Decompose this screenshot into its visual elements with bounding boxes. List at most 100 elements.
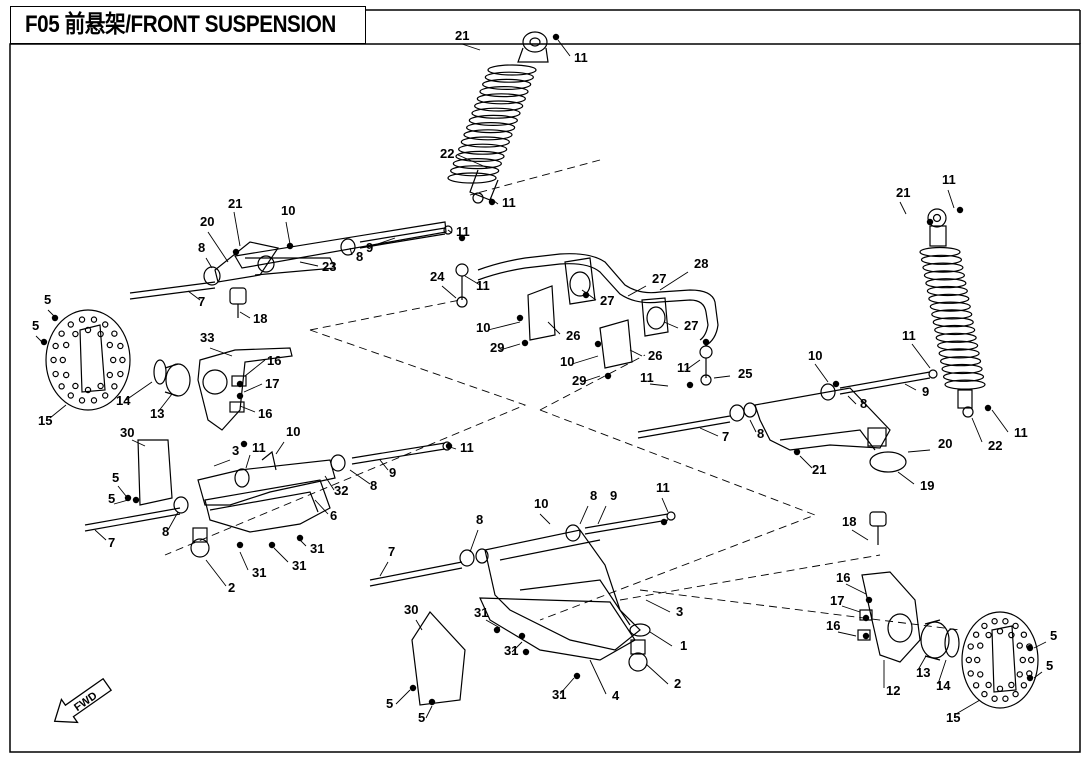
callout-31: 31 xyxy=(504,643,518,658)
callout-6: 6 xyxy=(330,508,337,523)
callout-5: 5 xyxy=(1046,658,1053,673)
callout-18: 18 xyxy=(842,514,856,529)
callout-7: 7 xyxy=(722,429,729,444)
callout-30: 30 xyxy=(404,602,418,617)
callout-20: 20 xyxy=(938,436,952,451)
callout-5: 5 xyxy=(418,710,425,725)
callout-10: 10 xyxy=(560,354,574,369)
callout-33: 33 xyxy=(200,330,214,345)
callout-8: 8 xyxy=(860,396,867,411)
callout-11: 11 xyxy=(476,278,490,293)
callout-31: 31 xyxy=(552,687,566,702)
callout-8: 8 xyxy=(590,488,597,503)
callout-26: 26 xyxy=(648,348,662,363)
callout-8: 8 xyxy=(198,240,205,255)
callout-9: 9 xyxy=(389,465,396,480)
callout-31: 31 xyxy=(474,605,488,620)
callout-17: 17 xyxy=(830,593,844,608)
fwd-arrow: FWD xyxy=(53,677,113,724)
callout-22: 22 xyxy=(988,438,1002,453)
lower-a-arm-center xyxy=(369,511,676,672)
callout-16: 16 xyxy=(826,618,840,633)
callout-31: 31 xyxy=(310,541,324,556)
skid-guard-right xyxy=(411,611,466,706)
callout-21: 21 xyxy=(228,196,242,211)
callout-21: 21 xyxy=(812,462,826,477)
callout-5: 5 xyxy=(108,491,115,506)
callout-7: 7 xyxy=(388,544,395,559)
callout-5: 5 xyxy=(1050,628,1057,643)
callout-14: 14 xyxy=(116,393,131,408)
callout-27: 27 xyxy=(684,318,698,333)
callout-5: 5 xyxy=(44,292,51,307)
callout-5: 5 xyxy=(386,696,393,711)
callout-29: 29 xyxy=(490,340,504,355)
callout-11: 11 xyxy=(640,370,654,385)
callout-27: 27 xyxy=(652,271,666,286)
brake-disc-right xyxy=(961,611,1039,709)
callout-8: 8 xyxy=(356,249,363,264)
callout-12: 12 xyxy=(886,683,900,698)
shock-absorber-center xyxy=(447,31,549,204)
callout-31: 31 xyxy=(252,565,266,580)
callout-29: 29 xyxy=(572,373,586,388)
diagram-title: F05 前悬架/FRONT SUSPENSION xyxy=(10,6,366,44)
callout-11: 11 xyxy=(942,172,956,187)
callout-5: 5 xyxy=(112,470,119,485)
fasteners xyxy=(40,33,1034,706)
callout-17: 17 xyxy=(265,376,279,391)
callout-3: 3 xyxy=(232,443,239,458)
callout-15: 15 xyxy=(38,413,52,428)
callout-4: 4 xyxy=(612,688,620,703)
callout-22: 22 xyxy=(440,146,454,161)
callout-11: 11 xyxy=(252,440,266,455)
lower-a-arm-left xyxy=(84,441,452,558)
diagram-border xyxy=(9,43,1081,753)
callout-28: 28 xyxy=(694,256,708,271)
callout-1: 1 xyxy=(680,638,687,653)
callout-10: 10 xyxy=(281,203,295,218)
callout-21: 21 xyxy=(896,185,910,200)
callout-7: 7 xyxy=(198,294,205,309)
callout-9: 9 xyxy=(922,384,929,399)
callout-27: 27 xyxy=(600,293,614,308)
callout-31: 31 xyxy=(292,558,306,573)
shock-absorber-right xyxy=(919,208,986,418)
assembly-lines xyxy=(164,159,961,631)
callout-labels: 2111221110212081189237183316171655151413… xyxy=(32,28,1057,725)
callout-8: 8 xyxy=(476,512,483,527)
callout-24: 24 xyxy=(430,269,445,284)
callout-16: 16 xyxy=(836,570,850,585)
callout-11: 11 xyxy=(1014,425,1028,440)
callout-30: 30 xyxy=(120,425,134,440)
callout-21: 21 xyxy=(455,28,469,43)
stabilizer-bar xyxy=(455,253,719,386)
callout-2: 2 xyxy=(674,676,681,691)
callout-3: 3 xyxy=(676,604,683,619)
knuckle-assembly-right xyxy=(857,511,960,663)
callout-20: 20 xyxy=(200,214,214,229)
knuckle-assembly-left xyxy=(153,347,293,431)
callout-8: 8 xyxy=(757,426,764,441)
skid-guard-left xyxy=(137,439,173,506)
callout-7: 7 xyxy=(108,535,115,550)
fwd-label: FWD xyxy=(72,690,99,714)
callout-16: 16 xyxy=(258,406,272,421)
callout-10: 10 xyxy=(808,348,822,363)
callout-10: 10 xyxy=(534,496,548,511)
callout-26: 26 xyxy=(566,328,580,343)
callout-11: 11 xyxy=(456,224,470,239)
callout-5: 5 xyxy=(32,318,39,333)
callout-13: 13 xyxy=(150,406,164,421)
upper-a-arm-left xyxy=(129,221,453,318)
callout-15: 15 xyxy=(946,710,960,725)
callout-32: 32 xyxy=(334,483,348,498)
callout-14: 14 xyxy=(936,678,951,693)
callout-16: 16 xyxy=(267,353,281,368)
callout-8: 8 xyxy=(370,478,377,493)
callout-9: 9 xyxy=(366,240,373,255)
callout-8: 8 xyxy=(162,524,169,539)
callout-11: 11 xyxy=(460,440,474,455)
callout-11: 11 xyxy=(656,480,670,495)
